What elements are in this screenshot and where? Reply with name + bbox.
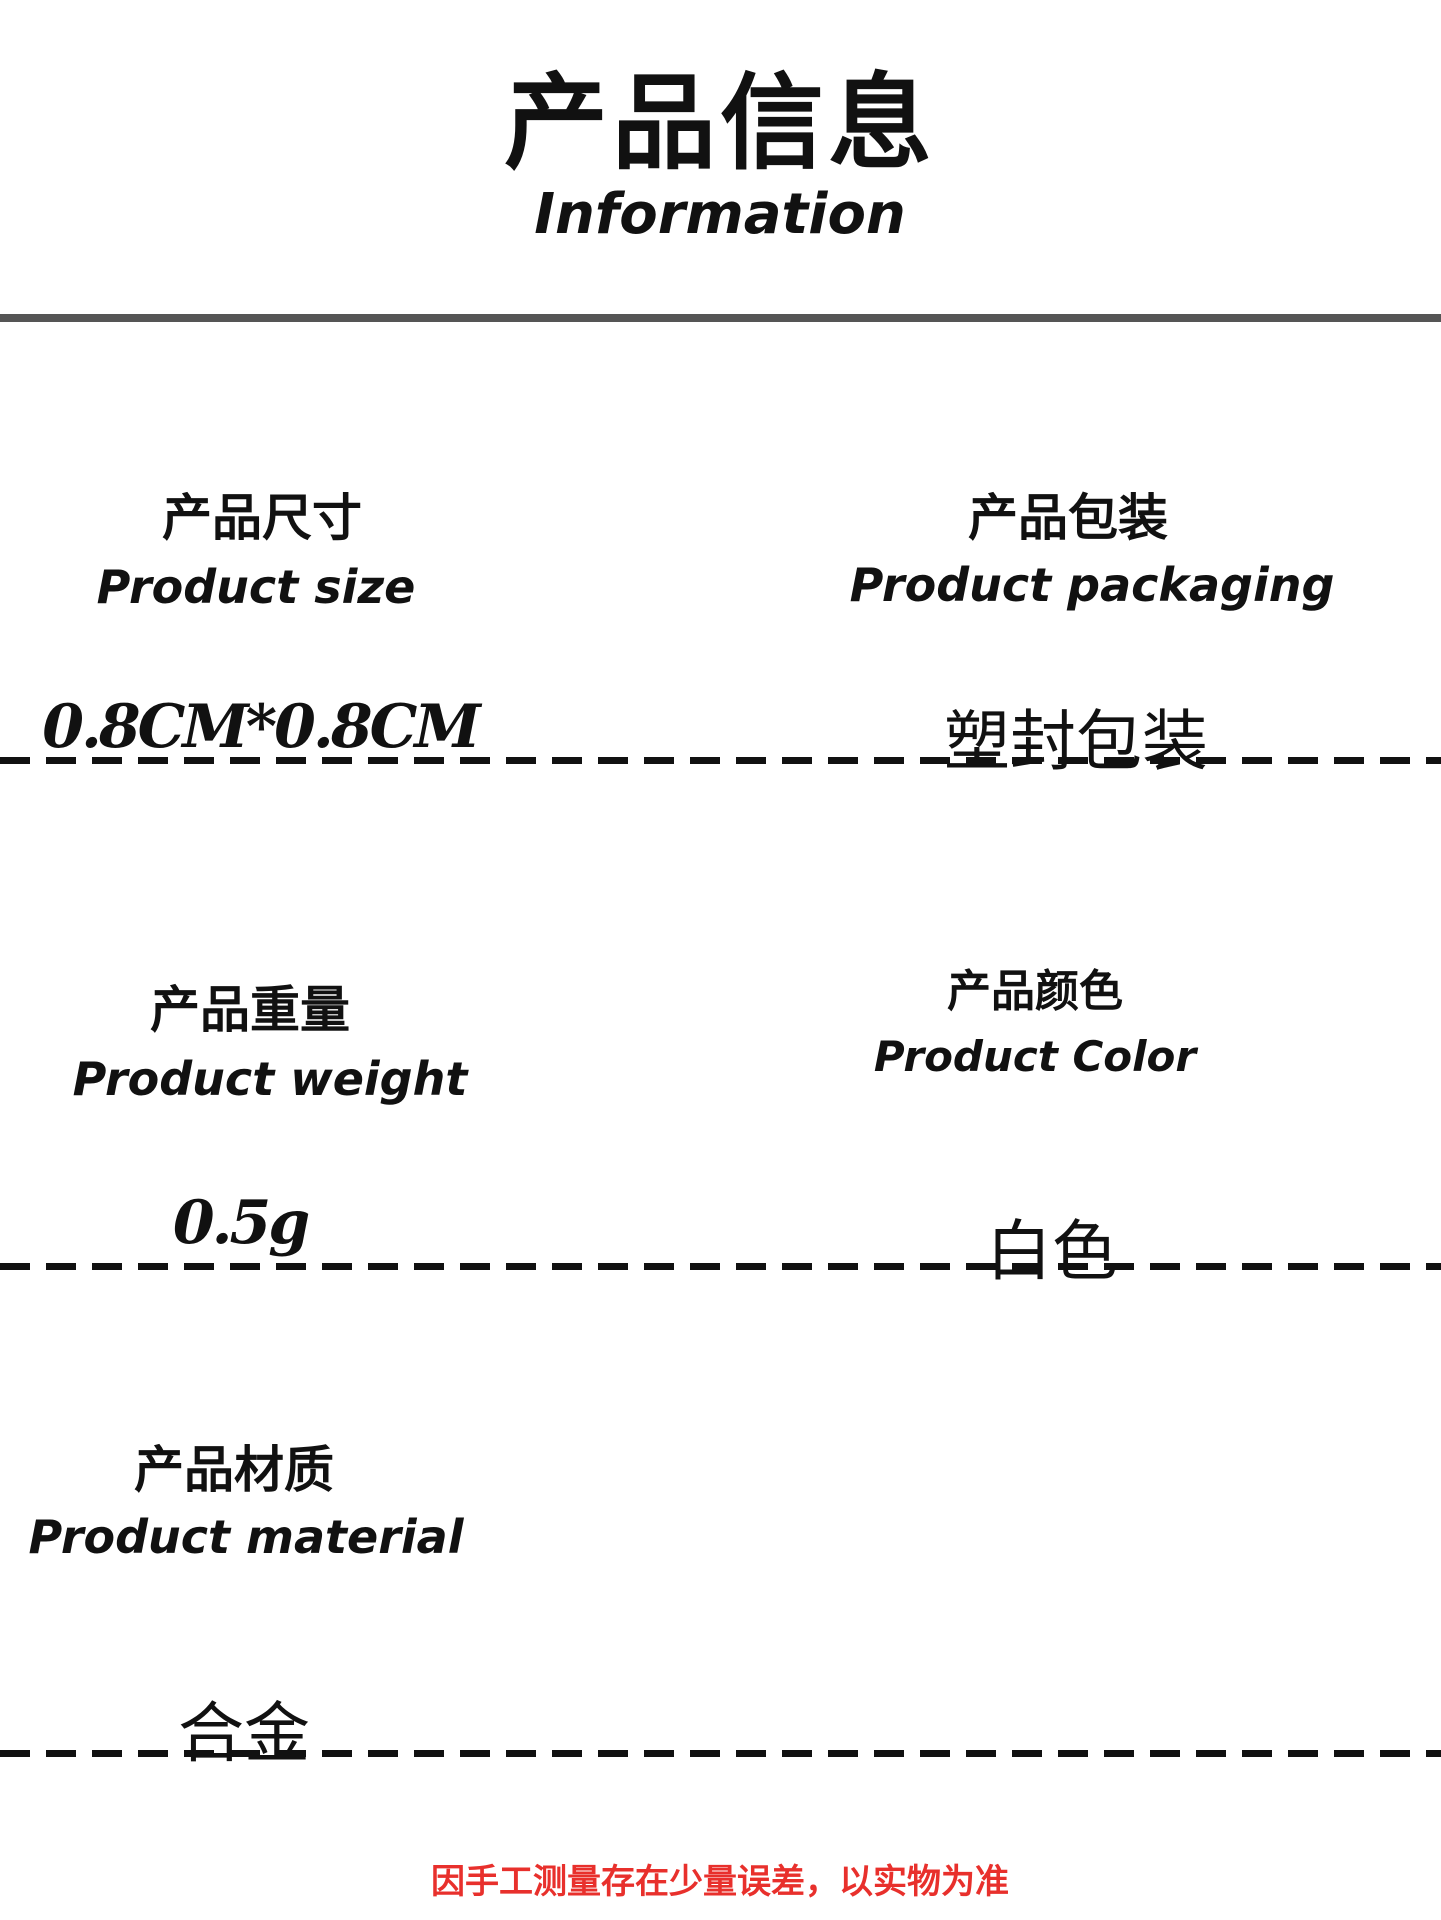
material-label-cn: 产品材质 <box>134 1441 334 1499</box>
divider-dashed-2 <box>0 1263 1441 1270</box>
divider-dashed-1 <box>0 757 1441 764</box>
size-label-en: Product size <box>96 560 416 614</box>
packaging-value: 塑封包装 <box>944 703 1208 780</box>
page-subtitle: Information <box>534 182 906 247</box>
page-title: 产品信息 <box>503 62 937 184</box>
weight-label-en: Product weight <box>72 1052 468 1106</box>
header-divider <box>0 314 1441 322</box>
divider-dashed-3 <box>0 1750 1441 1757</box>
color-label-en: Product Color <box>873 1032 1197 1081</box>
packaging-label-en: Product packaging <box>849 558 1335 612</box>
material-value: 合金 <box>178 1695 310 1772</box>
measurement-note: 因手工测量存在少量误差，以实物为准 <box>431 1862 1009 1902</box>
weight-label-cn: 产品重量 <box>150 981 350 1039</box>
packaging-label-cn: 产品包装 <box>968 489 1168 547</box>
color-value: 白色 <box>986 1213 1118 1290</box>
size-label-cn: 产品尺寸 <box>162 489 362 547</box>
color-label-cn: 产品颜色 <box>947 966 1123 1017</box>
size-value: 0.8CM*0.8CM <box>42 692 480 762</box>
material-label-en: Product material <box>28 1510 464 1564</box>
weight-value: 0.5g <box>172 1188 310 1258</box>
